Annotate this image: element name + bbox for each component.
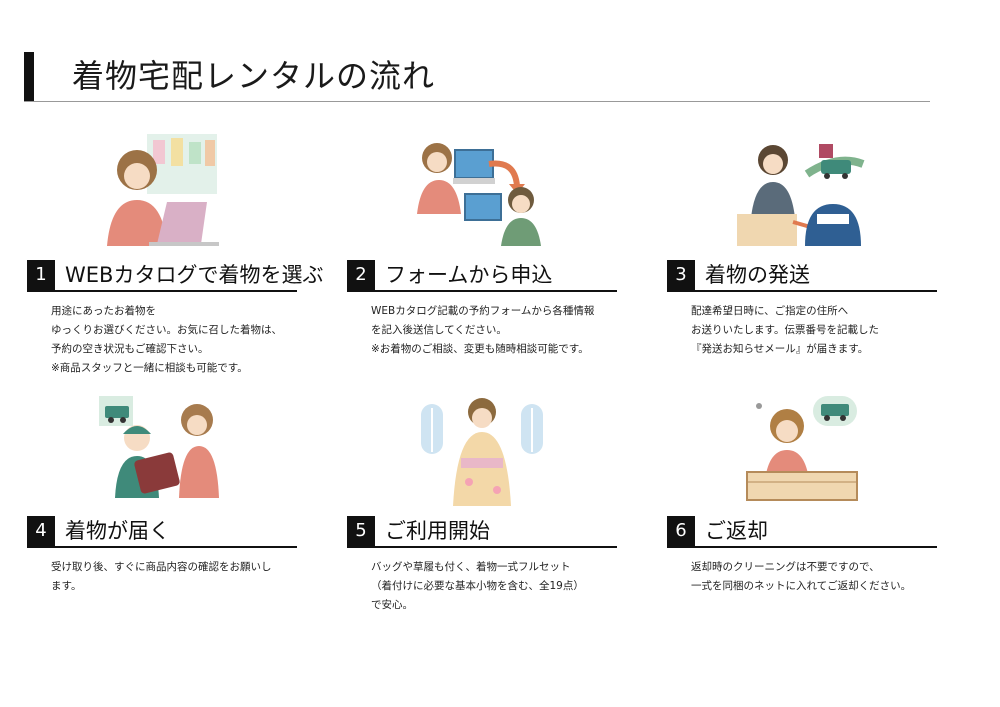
step-title: 着物の発送 [705,263,810,287]
computer-form-illustration [417,143,541,246]
step-2: 2 フォームから申込 WEBカタログ記載の予約フォームから各種情報 を記入後送信… [347,130,617,390]
desc-line: で安心。 [371,599,413,611]
title-divider [24,101,930,102]
step-3: 3 着物の発送 配達希望日時に、ご指定の住所へ お送りいたします。伝票番号を記載… [667,130,937,390]
step-description: WEBカタログ記載の予約フォームから各種情報 を記入後送信してください。 ※お着… [371,302,621,359]
desc-line: 一式を同梱のネットに入れてご返却ください。 [691,580,912,592]
step-6: 6 ご返却 返却時のクリーニングは不要ですので、 一式を同梱のネットに入れてご返… [667,390,937,630]
step-header: 5 ご利用開始 [347,516,617,548]
desc-line: 配達希望日時に、ご指定の住所へ [691,305,849,317]
step-number: 6 [667,516,695,546]
step-4: 4 着物が届く 受け取り後、すぐに商品内容の確認をお願いし ます。 [27,390,297,630]
desc-line: 用途にあったお着物を [51,305,156,317]
step-number: 1 [27,260,55,290]
desc-line: 返却時のクリーニングは不要ですので、 [691,561,880,573]
woman-laptop-catalog-illustration [107,134,219,246]
desc-line: バッグや草履も付く、着物一式フルセット [371,561,571,573]
return-box-illustration [746,396,858,501]
desc-line: ※商品スタッフと一緒に相談も可能です。 [51,362,248,374]
step-1: 1 WEBカタログで着物を選ぶ 用途にあったお着物を ゆっくりお選びください。お… [27,130,323,390]
step-description: 配達希望日時に、ご指定の住所へ お送りいたします。伝票番号を記載した 『発送お知… [691,302,941,359]
step-description: 受け取り後、すぐに商品内容の確認をお願いし ます。 [51,558,301,596]
step-title: 着物が届く [65,519,170,543]
step-description: 返却時のクリーニングは不要ですので、 一式を同梱のネットに入れてご返却ください。 [691,558,941,596]
step-header: 3 着物の発送 [667,260,937,292]
desc-line: を記入後送信してください。 [371,324,507,336]
step-title: WEBカタログで着物を選ぶ [65,263,324,287]
step-number: 2 [347,260,375,290]
desc-line: お送りいたします。伝票番号を記載した [691,324,879,336]
step-number: 5 [347,516,375,546]
step-title: ご利用開始 [385,519,490,543]
desc-line: ゆっくりお選びください。お気に召した着物は、 [51,324,282,336]
step-description: 用途にあったお着物を ゆっくりお選びください。お気に召した着物は、 予約の空き状… [51,302,301,378]
step-header: 4 着物が届く [27,516,297,548]
step-number: 4 [27,516,55,546]
desc-line: （着付けに必要な基本小物を含む、全19点） [371,580,584,592]
step-header: 1 WEBカタログで着物を選ぶ [27,260,323,292]
step-title: フォームから申込 [385,263,553,287]
shipping-truck-illustration [737,144,865,246]
page-title: 着物宅配レンタルの流れ [72,57,436,95]
desc-line: ます。 [51,580,82,592]
step-header: 2 フォームから申込 [347,260,617,292]
desc-line: WEBカタログ記載の予約フォームから各種情報 [371,305,595,317]
desc-line: 受け取り後、すぐに商品内容の確認をお願いし [51,561,272,573]
step-description: バッグや草履も付く、着物一式フルセット （着付けに必要な基本小物を含む、全19点… [371,558,621,615]
step-header: 6 ご返却 [667,516,937,548]
kimono-woman-illustration [421,398,543,506]
step-number: 3 [667,260,695,290]
title-accent-bar [24,52,34,102]
step-title: ご返却 [705,519,768,543]
desc-line: 予約の空き状況もご確認下さい。 [51,343,209,355]
desc-line: 『発送お知らせメール』が届きます。 [691,343,869,355]
delivery-package-illustration [99,396,219,498]
desc-line: ※お着物のご相談、変更も随時相談可能です。 [371,343,589,355]
step-5: 5 ご利用開始 バッグや草履も付く、着物一式フルセット （着付けに必要な基本小物… [347,390,617,630]
